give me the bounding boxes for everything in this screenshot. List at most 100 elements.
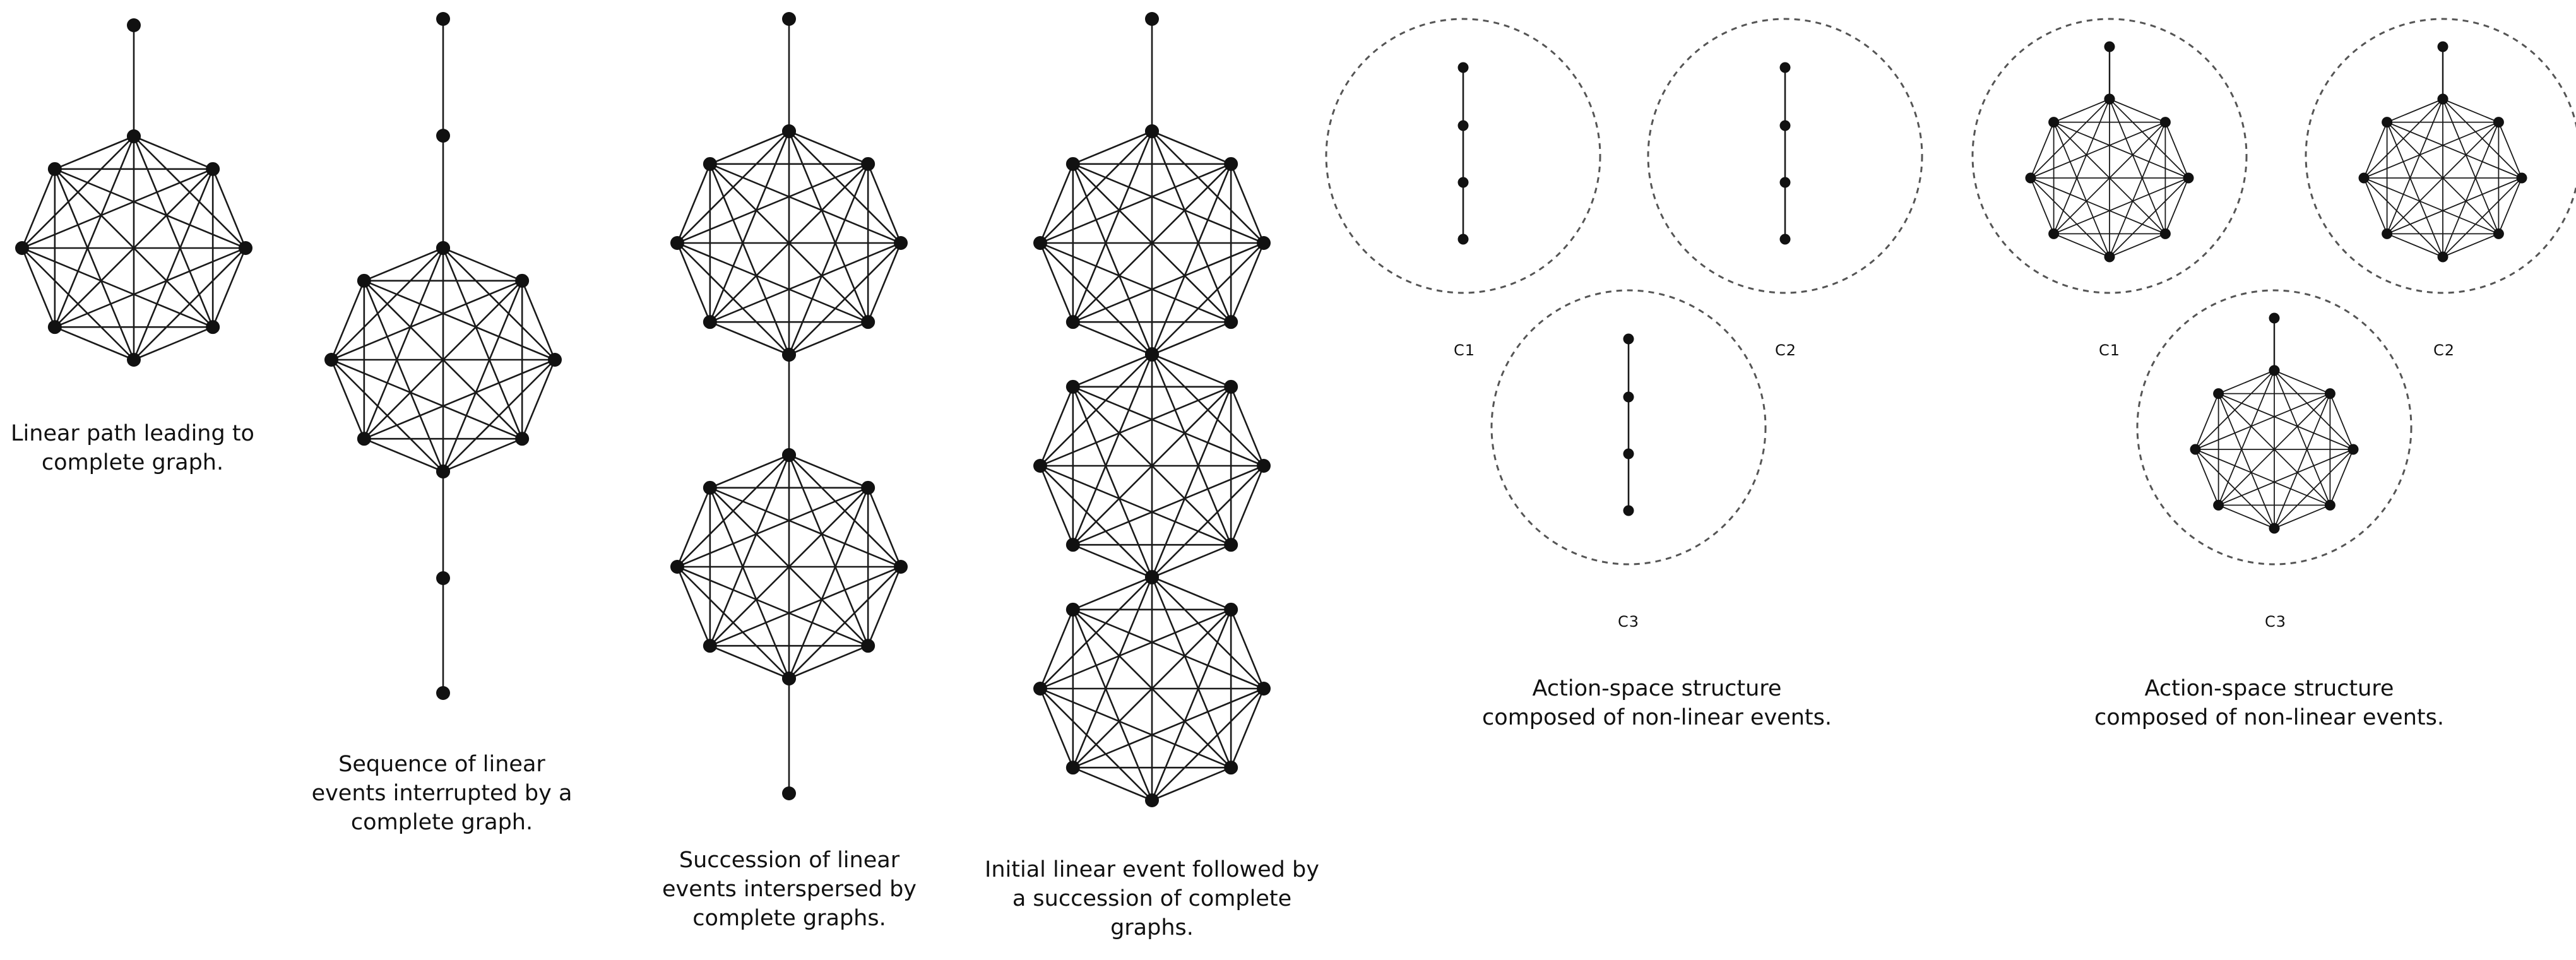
fig4-k8-1-node <box>1257 236 1271 250</box>
fig3-k8-upper-edge <box>709 163 901 244</box>
fig5-c1-path-node <box>1457 120 1469 131</box>
fig6-c3-k8-edge <box>2329 393 2354 450</box>
fig3-k8-upper-node <box>861 157 875 171</box>
fig4-k8-1-edge <box>1072 163 1232 323</box>
fig4-k8-1-edge <box>1072 321 1153 356</box>
fig3-k8-upper-edge <box>709 163 869 323</box>
fig6-c2-k8-edge <box>2363 177 2388 234</box>
fig5-c1-path-node <box>1457 177 1469 188</box>
fig2-k8-node <box>357 432 371 446</box>
fig6-c3-k8-edge <box>2218 504 2275 529</box>
fig6-c3-k8-node <box>2213 388 2224 400</box>
fig3-k8-lower-edge <box>676 566 711 646</box>
fig4-k8-3-edge <box>1040 608 1232 690</box>
fig1-k8-edge <box>54 326 134 361</box>
fig4-k8-3-edge <box>1230 688 1265 768</box>
fig2-k8-node <box>515 432 530 446</box>
cluster-label-fig5-c2: C2 <box>1775 341 1797 359</box>
fig3-k8-lower-edge <box>709 454 790 646</box>
fig3-k8-upper-edge <box>677 242 869 323</box>
fig2-k8-edge <box>364 437 444 473</box>
fig3-k8-lower-node <box>703 639 717 653</box>
fig4-k8-2-edge <box>1040 465 1232 546</box>
fig4-k8-1-edge <box>1072 130 1153 165</box>
fig6-c3-k8-edge <box>2217 393 2275 529</box>
fig4-k8-2-edge <box>1151 353 1232 545</box>
fig4-k8-1-edge <box>1230 242 1265 323</box>
fig1-k8-edge <box>54 135 134 170</box>
fig2-path-top-node <box>436 12 450 26</box>
fig3-k8-upper-node <box>703 315 717 329</box>
fig4-k8-1-node <box>1224 315 1238 329</box>
fig3-k8-upper-node <box>670 236 684 250</box>
fig6-c3-k8-edge <box>2217 393 2331 506</box>
fig6-cluster-c2-ring <box>2305 18 2576 294</box>
fig1-k8-edge <box>54 168 214 328</box>
fig4-k8-3-edge <box>1151 576 1232 768</box>
fig1-k8-edge <box>54 169 135 360</box>
fig2-path-bottom-node <box>436 465 450 478</box>
fig6-c2-k8-edge <box>2442 122 2500 258</box>
fig5-c3-path-node <box>1623 333 1634 345</box>
fig2-path-top-node <box>436 241 450 255</box>
fig3-k8-upper-edge <box>709 131 790 323</box>
fig2-k8-edge <box>331 359 444 472</box>
fig4-k8-2-edge <box>1040 465 1153 578</box>
fig6-c2-k8-edge <box>2363 122 2388 179</box>
fig6-c2-k8-edge <box>2363 177 2443 258</box>
fig6-c2-k8-edge <box>2442 98 2499 123</box>
fig6-c2-k8-edge <box>2387 121 2522 179</box>
fig4-k8-2-edge <box>1072 465 1264 546</box>
fig3-k8-upper-edge <box>788 163 869 355</box>
fig5-c2-path-node <box>1779 234 1791 245</box>
fig4-k8-1-node <box>1224 157 1238 171</box>
fig6-c3-k8-edge <box>2218 449 2354 506</box>
fig4-k8-1-edge <box>1230 163 1265 244</box>
fig6-c1-k8-edge <box>2053 121 2189 179</box>
fig3-k8-lower-node <box>861 639 875 653</box>
fig6-c3-path-node <box>2269 365 2280 376</box>
fig5-c3-path-node <box>1623 505 1634 516</box>
fig6-c3-k8-edge <box>2218 393 2354 450</box>
fig2-k8-edge <box>363 280 523 440</box>
fig6-c2-k8-edge <box>2442 98 2500 234</box>
fig2-k8-node <box>515 273 530 288</box>
fig1-k8-edge <box>211 247 247 328</box>
fig4-k8-1-edge <box>1072 131 1153 323</box>
figure-4-graph <box>1033 12 1271 807</box>
fig5-c1-path-node <box>1457 62 1469 73</box>
fig6-c1-k8-edge <box>2053 98 2110 123</box>
fig5-c3-path-node <box>1623 448 1634 459</box>
fig6-c1-k8-node <box>2159 228 2171 239</box>
fig6-c1-k8-node <box>2159 117 2171 128</box>
figure-6-clusters <box>1971 18 2576 566</box>
fig6-c1-k8-edge <box>2109 233 2166 258</box>
fig3-path-middle-node <box>782 348 796 362</box>
fig3-k8-lower-node <box>670 560 684 574</box>
fig5-cluster-c3-ring <box>1490 289 1767 566</box>
fig4-k8-3-node <box>1065 761 1080 775</box>
fig3-path-top-node <box>782 124 796 138</box>
fig4-k8-1-edge <box>1039 163 1074 244</box>
fig4-k8-1-edge <box>1151 130 1232 165</box>
fig4-k8-3-edge <box>1040 687 1232 769</box>
fig4-k8-2-node <box>1257 459 1271 473</box>
fig2-k8-edge <box>442 247 523 439</box>
fig6-c2-k8-edge <box>2387 233 2443 258</box>
fig4-k8-2-edge <box>1039 465 1074 545</box>
fig2-k8-node <box>357 273 371 288</box>
fig2-k8-edge <box>442 247 523 282</box>
fig1-k8-edge <box>21 247 134 360</box>
fig1-k8-edge <box>21 168 213 249</box>
fig1-k8-node <box>47 320 62 335</box>
fig6-c1-k8-edge <box>2053 233 2110 258</box>
fig5-cluster-c1-ring <box>1325 18 1601 294</box>
fig4-k8-2-edge <box>1072 353 1153 388</box>
fig6-c2-k8-edge <box>2442 233 2499 258</box>
fig6-c1-k8-edge <box>2164 177 2189 234</box>
fig3-k8-upper-edge <box>709 130 790 165</box>
fig2-k8-edge <box>442 437 523 473</box>
fig3-k8-upper-edge <box>676 242 711 323</box>
fig3-path-middle-node <box>782 448 796 462</box>
fig4-k8-2-edge <box>1230 465 1265 545</box>
